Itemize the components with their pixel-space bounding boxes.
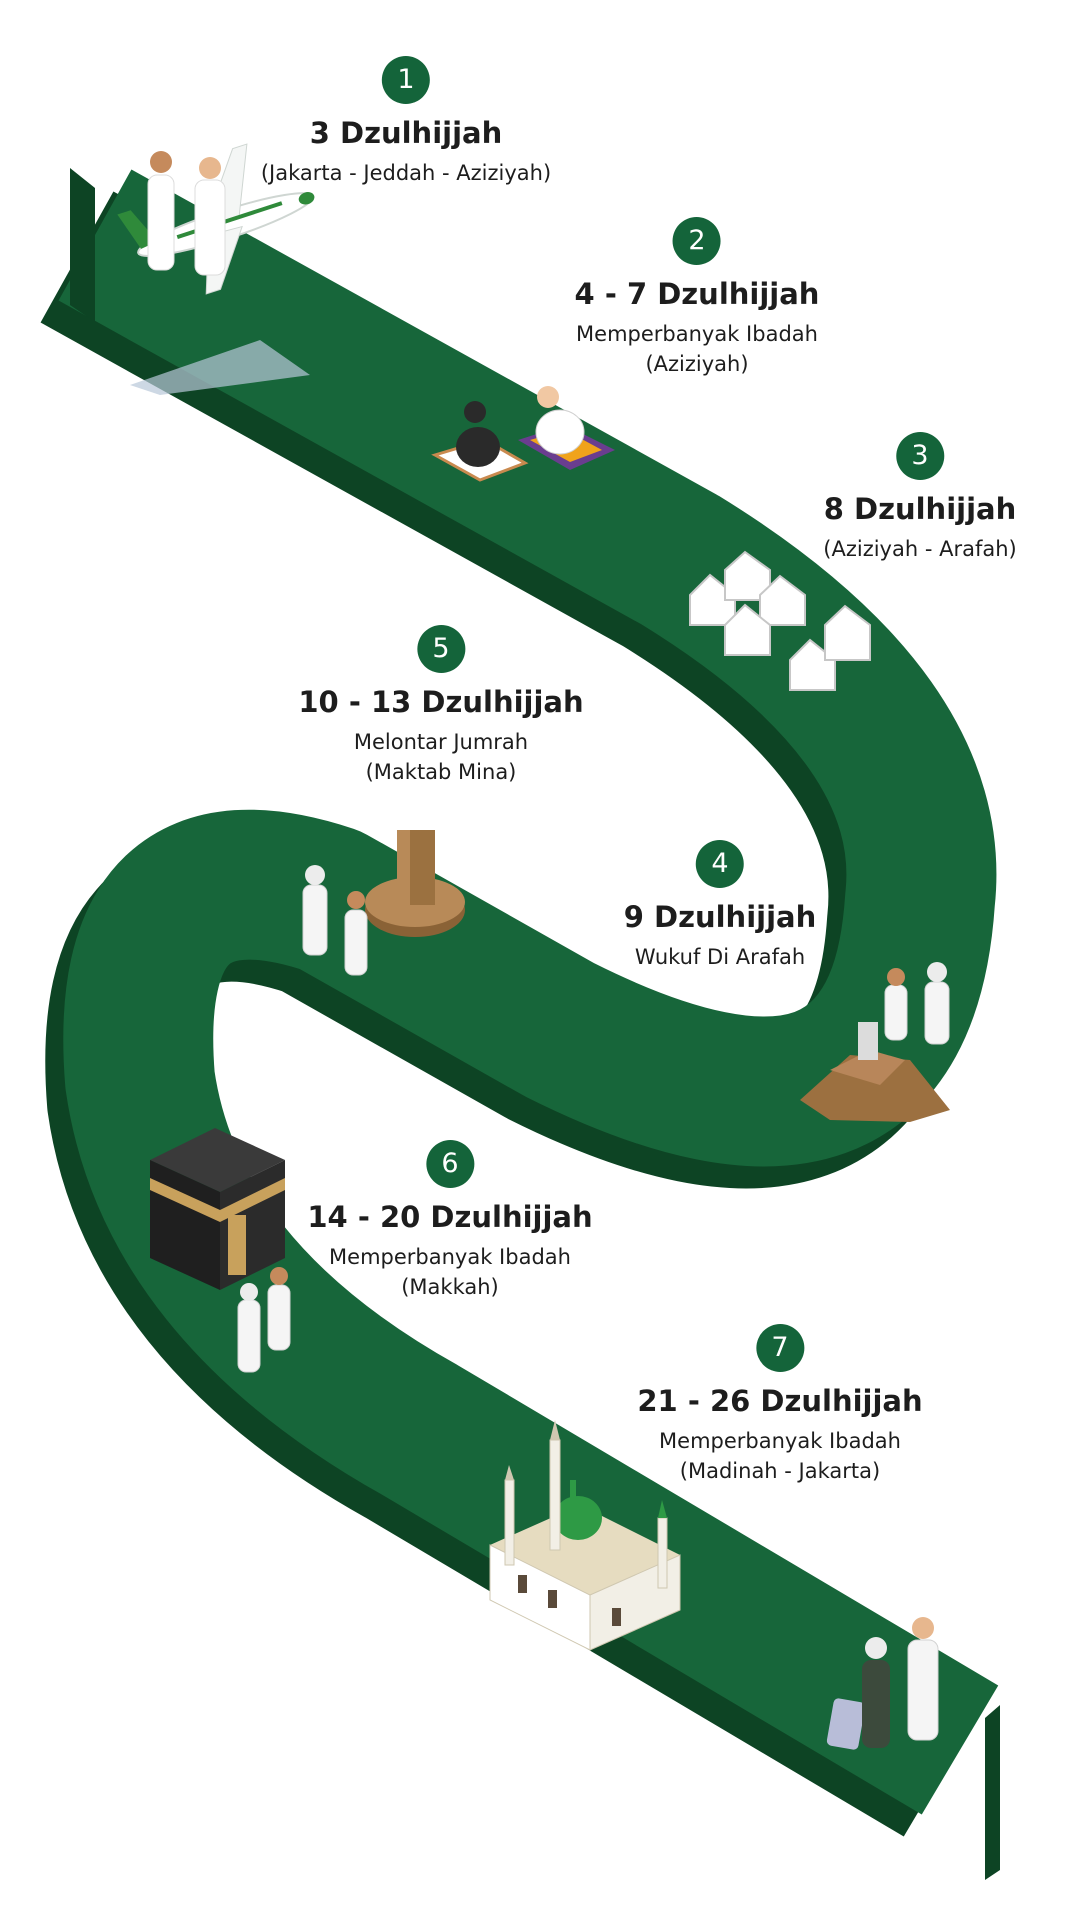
step-6: 6 14 - 20 Dzulhijjah Memperbanyak Ibadah… bbox=[307, 1140, 593, 1302]
step-number-badge: 6 bbox=[425, 1140, 474, 1188]
step-number-badge: 1 bbox=[382, 56, 430, 104]
prayer-mat-icon bbox=[431, 386, 615, 482]
step-number-badge: 3 bbox=[895, 432, 944, 480]
pilgrims-jumrah-icon bbox=[302, 865, 368, 976]
step-description: (Aziziyah - Arafah) bbox=[823, 537, 1017, 561]
step-description: Melontar Jumrah bbox=[353, 730, 529, 754]
road-3d bbox=[70, 168, 1000, 1880]
step-date: 3 Dzulhijjah bbox=[309, 116, 503, 150]
pilgrims-icon bbox=[147, 151, 226, 276]
step-number-badge: 5 bbox=[416, 625, 465, 673]
step-5: 5 10 - 13 Dzulhijjah Melontar Jumrah (Ma… bbox=[298, 625, 584, 787]
step-location: (Aziziyah) bbox=[645, 352, 749, 376]
travelers-icon bbox=[826, 1617, 939, 1750]
step-number-badge: 7 bbox=[755, 1324, 804, 1372]
road-finish-end-cap bbox=[985, 1705, 1000, 1880]
road-start-end-cap bbox=[70, 168, 95, 322]
step-description: Wukuf Di Arafah bbox=[634, 945, 806, 969]
step-location: (Madinah - Jakarta) bbox=[679, 1459, 881, 1483]
step-description: (Jakarta - Jeddah - Aziziyah) bbox=[260, 161, 552, 185]
step-date: 10 - 13 Dzulhijjah bbox=[298, 685, 584, 719]
step-location: (Maktab Mina) bbox=[365, 760, 517, 784]
step-number-badge: 4 bbox=[696, 840, 744, 888]
step-date: 9 Dzulhijjah bbox=[623, 900, 817, 934]
step-4: 4 9 Dzulhijjah Wukuf Di Arafah bbox=[623, 840, 817, 972]
mosque-icon bbox=[489, 1420, 681, 1651]
step-1: 1 3 Dzulhijjah (Jakarta - Jeddah - Azizi… bbox=[261, 56, 551, 188]
step-description: Memperbanyak Ibadah bbox=[576, 322, 818, 346]
step-date: 8 Dzulhijjah bbox=[823, 492, 1017, 526]
step-number-badge: 2 bbox=[673, 217, 721, 265]
step-7: 7 21 - 26 Dzulhijjah Memperbanyak Ibadah… bbox=[637, 1324, 923, 1486]
step-location: (Makkah) bbox=[401, 1275, 499, 1299]
jumrah-pillar-icon bbox=[365, 830, 465, 937]
kaaba-icon bbox=[150, 1128, 285, 1290]
pilgrims-kaaba-icon bbox=[237, 1267, 291, 1373]
step-description: Memperbanyak Ibadah bbox=[329, 1245, 571, 1269]
step-date: 4 - 7 Dzulhijjah bbox=[574, 277, 820, 311]
step-2: 2 4 - 7 Dzulhijjah Memperbanyak Ibadah (… bbox=[574, 217, 820, 379]
airplane-shadow-icon bbox=[130, 340, 310, 395]
tents-icon bbox=[689, 550, 871, 691]
step-description: Memperbanyak Ibadah bbox=[659, 1429, 901, 1453]
step-3: 3 8 Dzulhijjah (Aziziyah - Arafah) bbox=[823, 432, 1017, 564]
step-date: 21 - 26 Dzulhijjah bbox=[637, 1384, 923, 1418]
arafah-hill-icon bbox=[800, 962, 950, 1122]
step-date: 14 - 20 Dzulhijjah bbox=[307, 1200, 593, 1234]
